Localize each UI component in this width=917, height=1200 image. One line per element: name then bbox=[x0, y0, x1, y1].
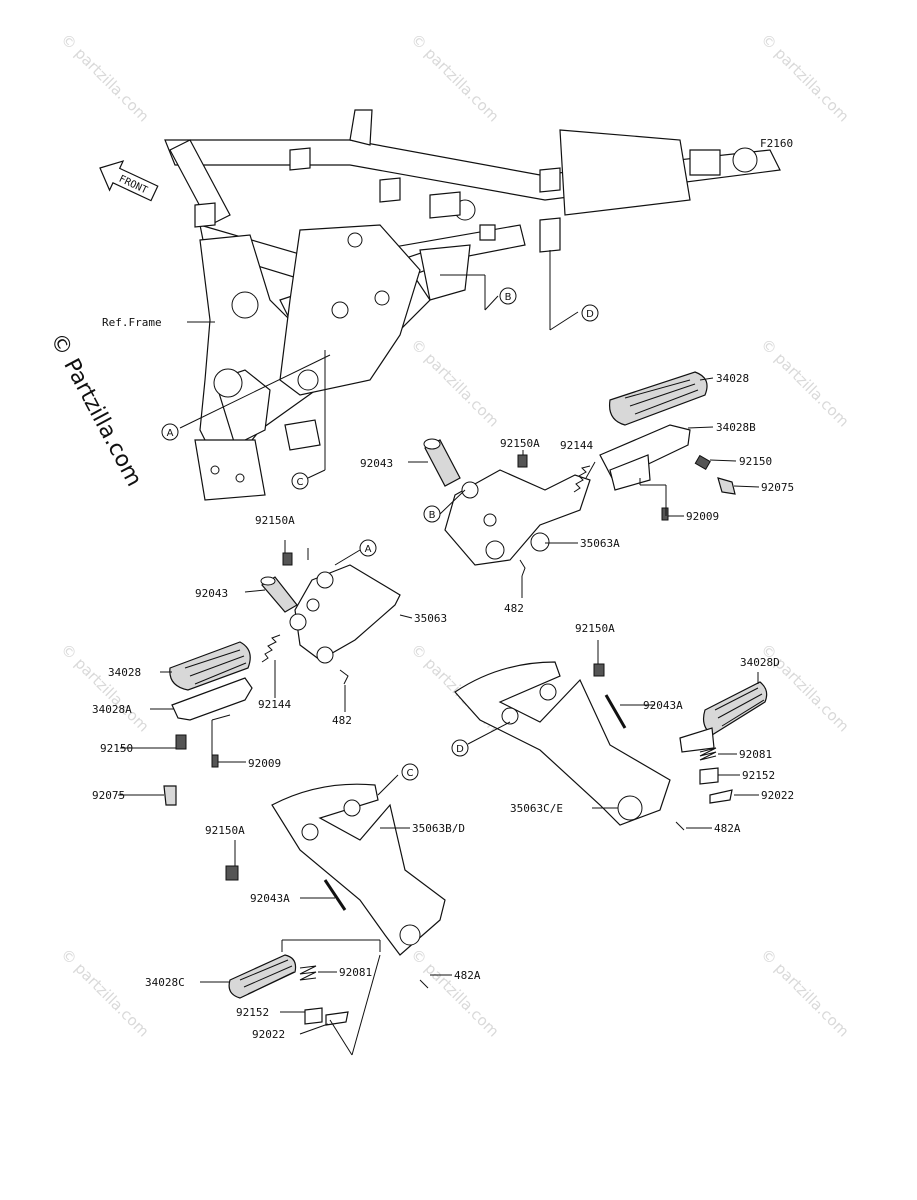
label-35063BD: 35063B/D bbox=[412, 822, 465, 835]
right-front-footrest-assembly bbox=[423, 371, 736, 577]
footrest-peg-left bbox=[171, 677, 253, 721]
callout-label: A bbox=[167, 428, 174, 439]
right-rear-leaders bbox=[467, 640, 759, 829]
label-92152-right: 92152 bbox=[742, 769, 775, 782]
label-92081-right: 92081 bbox=[739, 748, 772, 761]
frame-drawing bbox=[164, 109, 781, 501]
watermark: © partzilla.com bbox=[757, 640, 852, 735]
callout-label: B bbox=[505, 292, 512, 303]
callout-c-frame: C bbox=[291, 472, 309, 490]
label-92043-left: 92043 bbox=[195, 587, 228, 600]
callout-label: B bbox=[429, 510, 436, 521]
watermark: © partzilla.com bbox=[757, 30, 852, 125]
label-92009-right: 92009 bbox=[686, 510, 719, 523]
callout-b-frame: B bbox=[499, 287, 517, 305]
watermark: © partzilla.com bbox=[407, 945, 502, 1040]
left-rear-leaders bbox=[200, 774, 452, 1056]
callout-label: D bbox=[456, 744, 464, 755]
footrest-rubber-left bbox=[169, 641, 251, 691]
label-92150-left: 92150 bbox=[100, 742, 133, 755]
label-92081-left: 92081 bbox=[339, 966, 372, 979]
callout-d-frame: D bbox=[581, 304, 599, 322]
footrest-rubber-rear-left bbox=[228, 954, 297, 999]
label-92009-left: 92009 bbox=[248, 757, 281, 770]
label-35063: 35063 bbox=[414, 612, 447, 625]
left-rear-footrest-assembly bbox=[225, 783, 446, 1026]
label-482A-right: 482A bbox=[714, 822, 741, 835]
label-92043A-left: 92043A bbox=[250, 892, 290, 905]
callout-label: C bbox=[297, 477, 304, 488]
left-front-leaders bbox=[118, 540, 413, 796]
label-34028-left: 34028 bbox=[108, 666, 141, 679]
label-92152-left: 92152 bbox=[236, 1006, 269, 1019]
label-34028A: 34028A bbox=[92, 703, 132, 716]
label-92150-right: 92150 bbox=[739, 455, 772, 468]
label-35063A: 35063A bbox=[580, 537, 620, 550]
callout-a-frame: A bbox=[161, 423, 179, 441]
footrest-rubber-right bbox=[608, 371, 708, 426]
diagram-code: F2160 bbox=[760, 137, 793, 150]
label-92150A-rear-left: 92150A bbox=[205, 824, 245, 837]
label-482A-left: 482A bbox=[454, 969, 481, 982]
label-92075-left: 92075 bbox=[92, 789, 125, 802]
bracket-right-front bbox=[444, 469, 591, 566]
label-92150A-rear-right: 92150A bbox=[575, 622, 615, 635]
label-482-left: 482 bbox=[332, 714, 352, 727]
callout-label: D bbox=[586, 309, 594, 320]
label-34028D: 34028D bbox=[740, 656, 780, 669]
callout-label: A bbox=[365, 544, 372, 555]
right-rear-footrest-assembly bbox=[454, 661, 768, 831]
callout-b-right: B bbox=[423, 505, 441, 523]
label-92150A-left: 92150A bbox=[255, 514, 295, 527]
label-92022-left: 92022 bbox=[252, 1028, 285, 1041]
spring-right-front bbox=[573, 465, 591, 493]
front-arrow-icon: FRONT bbox=[99, 160, 159, 202]
bracket-right-rear bbox=[454, 661, 671, 826]
label-92043-right: 92043 bbox=[360, 457, 393, 470]
ref-frame-label: Ref.Frame bbox=[102, 316, 162, 329]
watermark: © partzilla.com bbox=[757, 335, 852, 430]
callout-a-left: A bbox=[359, 539, 377, 557]
copyright-side-label: © Partzilla.com bbox=[45, 329, 147, 491]
spring-left-front bbox=[261, 634, 281, 663]
label-92144-right: 92144 bbox=[560, 439, 593, 452]
label-92144-left: 92144 bbox=[258, 698, 291, 711]
watermark: © partzilla.com bbox=[757, 945, 852, 1040]
watermark: © partzilla.com bbox=[57, 945, 152, 1040]
label-35063CE: 35063C/E bbox=[510, 802, 563, 815]
watermark: © partzilla.com bbox=[57, 30, 152, 125]
label-92150A-right: 92150A bbox=[500, 437, 540, 450]
watermark: © partzilla.com bbox=[407, 30, 502, 125]
callout-label: C bbox=[407, 768, 414, 779]
label-92043A-right: 92043A bbox=[643, 699, 683, 712]
frame-leaders bbox=[179, 250, 579, 479]
label-92022-right: 92022 bbox=[761, 789, 794, 802]
label-34028B: 34028B bbox=[716, 421, 756, 434]
label-92075-right: 92075 bbox=[761, 481, 794, 494]
label-34028C: 34028C bbox=[145, 976, 185, 989]
watermark: © partzilla.com bbox=[57, 640, 152, 735]
callout-d-rear: D bbox=[451, 739, 469, 757]
label-482-right: 482 bbox=[504, 602, 524, 615]
right-front-leaders bbox=[408, 377, 760, 598]
watermark: © partzilla.com bbox=[407, 335, 502, 430]
label-34028-right: 34028 bbox=[716, 372, 749, 385]
left-front-footrest-assembly bbox=[163, 552, 401, 806]
callout-c-rear: C bbox=[401, 763, 419, 781]
bracket-left-front bbox=[294, 564, 401, 661]
